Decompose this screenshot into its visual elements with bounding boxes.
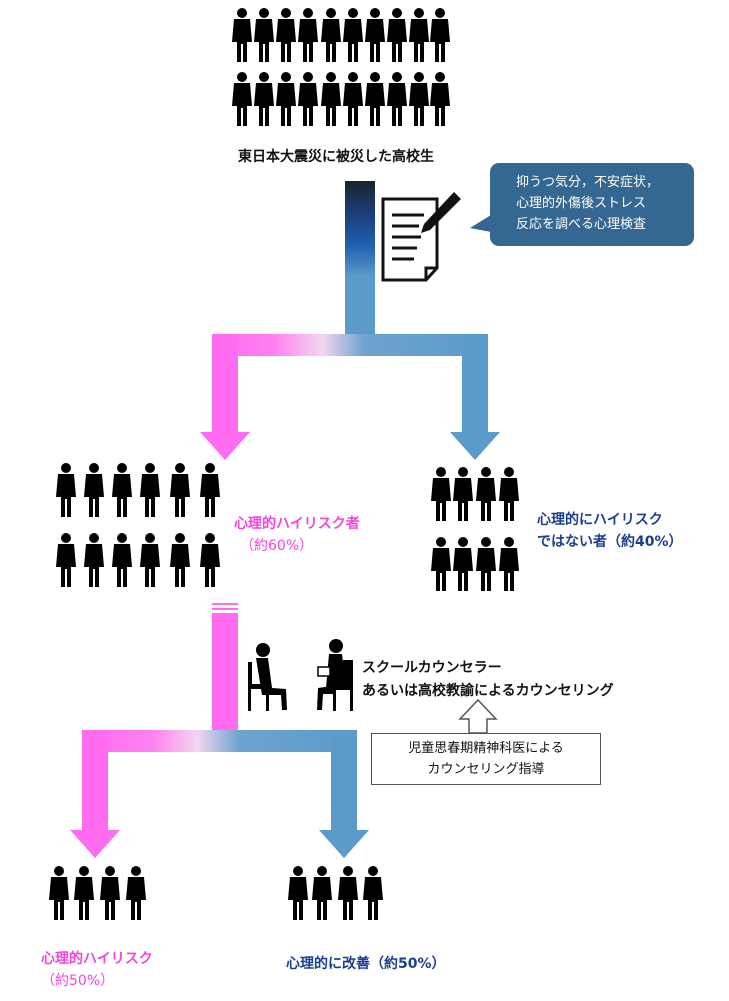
counseling-line-2: あるいは高校教諭によるカウンセリング — [362, 683, 614, 699]
counseling-session-icon — [248, 639, 353, 711]
outline-up-arrow-icon — [458, 698, 498, 734]
people-not-high-risk — [431, 467, 519, 591]
people-outcome-high-risk — [49, 866, 146, 920]
counseling-line-1: スクールカウンセラー — [362, 660, 502, 676]
survey-line-2: 心理的外傷後ストレス — [516, 196, 647, 211]
guidance-line-2: カウンセリング指導 — [427, 762, 545, 777]
outcome-high-risk-label: 心理的ハイリスク — [41, 951, 153, 967]
people-outcome-improved — [288, 866, 383, 920]
outcome-improved-label: 心理的に改善（約50%） — [286, 956, 446, 972]
psychiatrist-guidance-box: 児童思春期精神科医による カウンセリング指導 — [371, 733, 601, 785]
survey-line-1: 抑うつ気分，不安症状， — [516, 175, 660, 190]
outcome-high-risk-share: （約50%） — [41, 973, 115, 989]
not-high-risk-label: 心理的にハイリスク — [537, 512, 663, 528]
split-arrow-top — [200, 181, 500, 460]
not-high-risk-label-2: ではない者（約40%） — [537, 534, 683, 550]
people-high-risk — [56, 463, 220, 587]
high-risk-label: 心理的ハイリスク者 — [234, 516, 360, 532]
bubble-tail — [470, 215, 491, 232]
survey-callout-bubble: 抑うつ気分，不安症状， 心理的外傷後ストレス 反応を調べる心理検査 — [490, 163, 694, 246]
document-pen-icon — [381, 192, 461, 282]
people-top-group — [232, 8, 450, 126]
high-risk-share: （約60%） — [240, 538, 314, 554]
top-group-label: 東日本大震災に被災した高校生 — [238, 149, 434, 165]
guidance-line-1: 児童思春期精神科医による — [408, 741, 564, 756]
survey-line-3: 反応を調べる心理検査 — [516, 217, 647, 232]
split-arrow-bottom — [70, 603, 369, 858]
